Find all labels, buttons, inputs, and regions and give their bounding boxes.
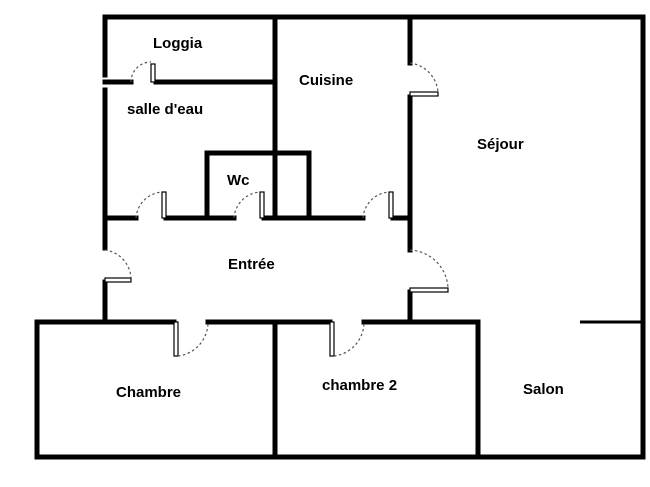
room-label-chambre: Chambre bbox=[116, 384, 182, 401]
room-label-wc: Wc bbox=[227, 172, 250, 189]
door-swing-icon bbox=[130, 61, 156, 83]
room-label-salle-deau: salle d'eau bbox=[127, 101, 204, 118]
door-swing-icon bbox=[409, 62, 439, 97]
room-label-loggia: Loggia bbox=[153, 35, 203, 52]
room-label-cuisine: Cuisine bbox=[299, 72, 354, 89]
door-swing-icon bbox=[233, 191, 265, 219]
door-swing-icon bbox=[409, 249, 449, 293]
door-swing-icon bbox=[173, 321, 209, 357]
door-swing-icon bbox=[329, 321, 365, 357]
room-label-sejour: Séjour bbox=[477, 136, 524, 153]
room-label-salon: Salon bbox=[523, 381, 564, 398]
room-label-entree: Entrée bbox=[228, 256, 275, 273]
door-swing-icon bbox=[104, 249, 132, 283]
walls bbox=[34, 14, 646, 460]
room-label-chambre-2: chambre 2 bbox=[322, 377, 398, 394]
doors bbox=[104, 61, 449, 357]
door-swing-icon bbox=[362, 191, 394, 219]
door-swing-icon bbox=[135, 191, 167, 219]
